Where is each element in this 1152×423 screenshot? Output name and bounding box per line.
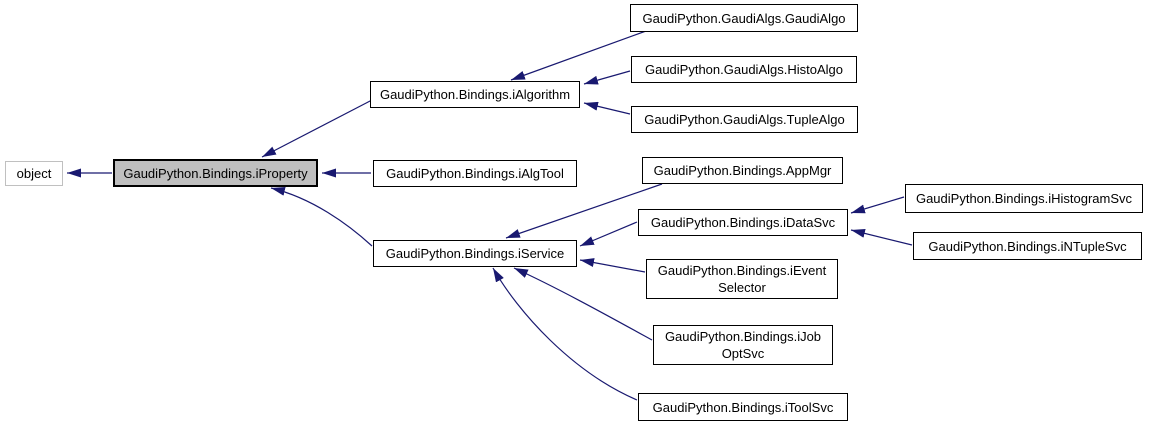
node-idatasvc[interactable]: GaudiPython.Bindings.iDataSvc — [638, 209, 848, 236]
node-label: object — [16, 166, 52, 181]
node-iservice[interactable]: GaudiPython.Bindings.iService — [373, 240, 577, 267]
node-label: GaudiPython.Bindings.iDataSvc — [650, 215, 836, 230]
edge-histoalgo-to-ialgorithm — [583, 70, 631, 85]
node-label-line2: Selector — [718, 280, 766, 295]
node-tuplealgo[interactable]: GaudiPython.GaudiAlgs.TupleAlgo — [631, 106, 858, 133]
node-intuplesvc[interactable]: GaudiPython.Bindings.iNTupleSvc — [913, 232, 1142, 260]
node-label: GaudiPython.GaudiAlgs.TupleAlgo — [644, 112, 845, 127]
node-label: GaudiPython.Bindings.iToolSvc — [652, 399, 834, 415]
node-label: GaudiPython.GaudiAlgs.GaudiAlgo — [642, 10, 846, 26]
node-ieventselector[interactable]: GaudiPython.Bindings.iEvent Selector — [646, 259, 838, 299]
edge-tuplealgo-to-ialgorithm — [583, 101, 631, 115]
node-label-line2: OptSvc — [721, 346, 765, 361]
node-histoalgo[interactable]: GaudiPython.GaudiAlgs.HistoAlgo — [631, 56, 857, 83]
edge-ihistogramsvc-to-idatasvc — [850, 196, 905, 214]
node-ijoboptsvc[interactable]: GaudiPython.Bindings.iJob OptSvc — [653, 325, 833, 365]
node-label: GaudiPython.Bindings.iNTupleSvc — [928, 238, 1127, 254]
node-ialgtool[interactable]: GaudiPython.Bindings.iAlgTool — [373, 160, 577, 187]
edge-ijoboptsvc-to-iservice — [513, 267, 653, 341]
node-label: GaudiPython.Bindings.iService — [385, 246, 565, 261]
node-label: GaudiPython.GaudiAlgs.HistoAlgo — [644, 62, 843, 77]
edge-gaudialgo-to-ialgorithm — [510, 30, 647, 81]
node-iproperty: GaudiPython.Bindings.iProperty — [113, 159, 318, 187]
node-itoolsvc[interactable]: GaudiPython.Bindings.iToolSvc — [638, 393, 848, 421]
edge-intuplesvc-to-idatasvc — [850, 228, 913, 246]
node-label-line1: GaudiPython.Bindings.iJob — [664, 329, 822, 344]
node-gaudialgo[interactable]: GaudiPython.GaudiAlgs.GaudiAlgo — [630, 4, 858, 32]
edge-ialgorithm-to-iproperty — [261, 99, 373, 158]
node-object: object — [5, 161, 63, 186]
node-ihistogramsvc[interactable]: GaudiPython.Bindings.iHistogramSvc — [905, 184, 1143, 213]
node-label: GaudiPython.Bindings.iAlgorithm — [379, 87, 571, 102]
node-label: GaudiPython.Bindings.iAlgTool — [386, 166, 564, 181]
node-ialgorithm[interactable]: GaudiPython.Bindings.iAlgorithm — [370, 81, 580, 108]
edge-iservice-to-iproperty — [270, 186, 373, 247]
edge-idatasvc-to-iservice — [579, 221, 638, 247]
node-label: GaudiPython.Bindings.iHistogramSvc — [915, 191, 1133, 206]
edge-itoolsvc-to-iservice — [492, 267, 638, 401]
node-label: GaudiPython.Bindings.iProperty — [123, 165, 308, 181]
node-label-line1: GaudiPython.Bindings.iEvent — [657, 263, 827, 278]
node-appmgr[interactable]: GaudiPython.Bindings.AppMgr — [642, 157, 843, 184]
edge-ieventselector-to-iservice — [579, 258, 646, 273]
node-label: GaudiPython.Bindings.AppMgr — [653, 163, 832, 178]
